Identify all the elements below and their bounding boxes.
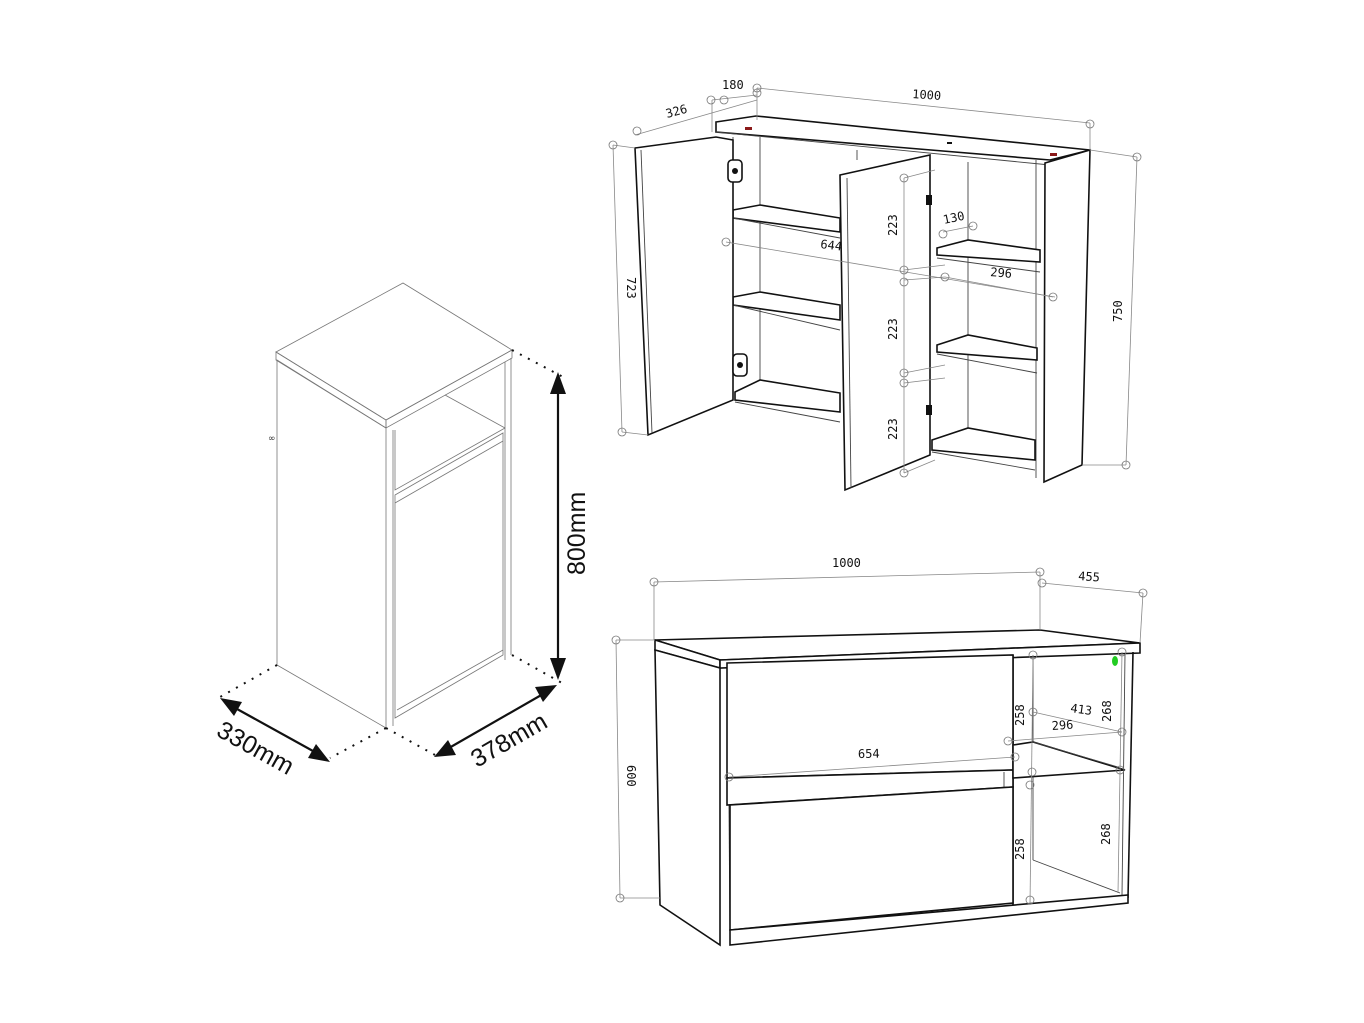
dim-label-1000-top: 1000 [912, 87, 942, 103]
dim-label-223-1: 223 [886, 214, 900, 236]
dim-label-296-base: 296 [1051, 718, 1074, 733]
dim-label-413: 413 [1070, 701, 1093, 718]
hinge-icon [926, 405, 932, 415]
wall-cabinet-left-door [634, 136, 734, 437]
dimension-lines [612, 87, 1138, 474]
dim-label-258-top: 258 [1013, 704, 1027, 726]
dimension-lines [615, 571, 1144, 906]
dim-label-268-bottom: 268 [1099, 823, 1113, 845]
dim-label-296-wall: 296 [990, 265, 1013, 281]
height-label: 800mm [563, 492, 591, 575]
wall-cabinet-top [715, 115, 1091, 161]
dim-label-654: 654 [858, 747, 880, 761]
marker-green [1112, 656, 1118, 666]
cabinet-door [394, 432, 504, 719]
width-label: 378mm [466, 707, 552, 773]
dimension-markers [608, 83, 1142, 478]
dim-label-600: 600 [624, 765, 638, 787]
base-cabinet-left-side [654, 648, 721, 947]
dim-label-180: 180 [722, 78, 744, 92]
dim-label-223-3: 223 [886, 418, 900, 440]
dim-label-268-top: 268 [1100, 700, 1114, 722]
tall-cabinet: ∞ 800mm 330mm 378mm [212, 282, 591, 781]
wall-cabinet: 326 180 1000 750 723 644 223 223 223 130… [608, 78, 1142, 492]
handle-icon: ∞ [268, 434, 276, 444]
depth-arrow [227, 703, 323, 757]
dim-label-223-2: 223 [886, 318, 900, 340]
dim-label-130: 130 [942, 209, 966, 227]
hinge-icon [926, 195, 932, 205]
width-arrow [441, 689, 551, 753]
dim-label-455: 455 [1078, 569, 1101, 584]
marker-red [745, 127, 752, 130]
hinge-icon [732, 353, 748, 377]
dim-label-750: 750 [1111, 300, 1125, 322]
base-cabinet: 1000 455 600 654 258 258 413 296 268 268 [611, 556, 1148, 947]
dim-label-326: 326 [664, 102, 689, 121]
dim-label-1000-base: 1000 [832, 556, 861, 570]
drawer-bottom [729, 786, 1014, 931]
cabinet-side [276, 359, 387, 729]
depth-label: 330mm [212, 716, 298, 781]
dim-label-723: 723 [624, 277, 638, 299]
wall-cabinet-middle-door [839, 154, 931, 492]
dim-label-258-bottom: 258 [1013, 838, 1027, 860]
cabinet-top [275, 282, 513, 421]
dim-label-644: 644 [820, 237, 843, 254]
wall-cabinet-right-side [1043, 148, 1091, 484]
dimension-markers [611, 567, 1148, 905]
hinge-icon [727, 159, 743, 183]
